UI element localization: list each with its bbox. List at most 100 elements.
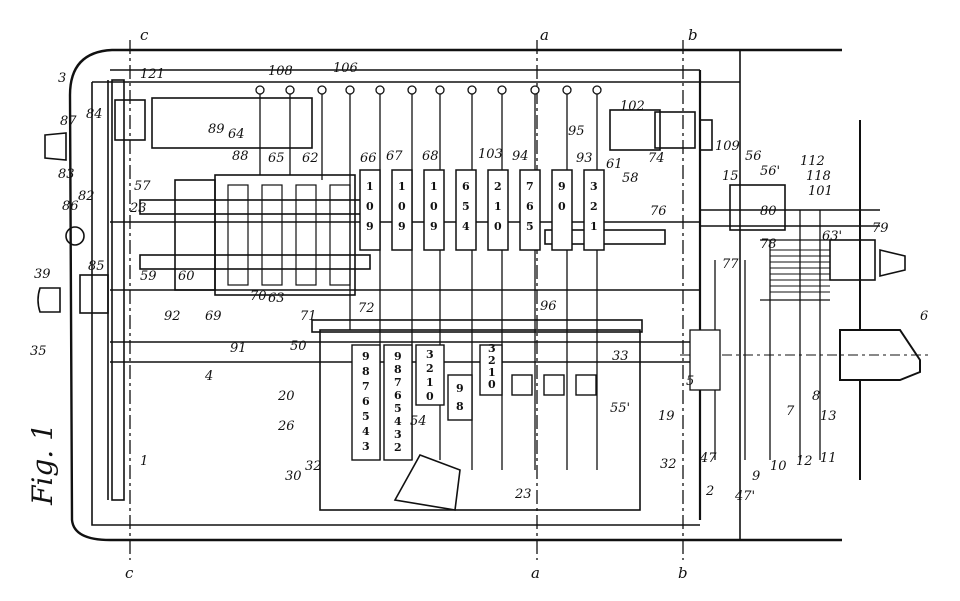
callout-39: 39 bbox=[34, 267, 51, 282]
callout-103: 103 bbox=[478, 147, 503, 162]
drum-digit: 4 bbox=[462, 220, 470, 233]
callout-23-top: 23 bbox=[129, 201, 147, 216]
key-digit: 1 bbox=[426, 376, 434, 389]
key-digit: 2 bbox=[488, 354, 496, 367]
callout-80: 80 bbox=[760, 204, 777, 219]
drum-digit: 7 bbox=[526, 180, 534, 193]
callout-93: 93 bbox=[576, 151, 593, 166]
callout-54: 54 bbox=[410, 414, 427, 429]
key-digit: 8 bbox=[362, 365, 370, 378]
section-mark-c-bottom: c bbox=[125, 564, 134, 582]
callout-11: 11 bbox=[820, 451, 837, 466]
section-mark-b-top: b bbox=[688, 26, 698, 44]
callout-85: 85 bbox=[88, 259, 105, 274]
callout-3: 3 bbox=[58, 71, 66, 86]
key-digit: 4 bbox=[394, 415, 402, 428]
drum-digit: 5 bbox=[462, 200, 470, 213]
callout-56: 56 bbox=[745, 149, 762, 164]
drum-digit: 9 bbox=[366, 220, 374, 233]
key-digit: 1 bbox=[488, 366, 496, 379]
key-digit: 2 bbox=[426, 362, 434, 375]
drum-digit: 0 bbox=[366, 200, 374, 213]
drum-digit: 6 bbox=[462, 180, 470, 193]
callout-89: 89 bbox=[208, 122, 225, 137]
drum-digit: 2 bbox=[590, 200, 598, 213]
callout-88: 88 bbox=[232, 149, 249, 164]
callout-67: 67 bbox=[386, 149, 403, 164]
key-digit: 8 bbox=[394, 363, 402, 376]
callout-65: 65 bbox=[268, 151, 285, 166]
key-digit: 3 bbox=[488, 342, 496, 355]
section-mark-b-bottom: b bbox=[678, 564, 688, 582]
drum-digit: 1 bbox=[366, 180, 374, 193]
callout-6: 6 bbox=[920, 309, 928, 324]
callout-13: 13 bbox=[820, 409, 837, 424]
callout-50: 50 bbox=[290, 339, 307, 354]
drum-digit: 2 bbox=[494, 180, 502, 193]
callout-32-right: 32 bbox=[660, 457, 677, 472]
callout-20: 20 bbox=[277, 389, 295, 404]
drum-digit: 0 bbox=[430, 200, 438, 213]
callout-92: 92 bbox=[164, 309, 181, 324]
callout-60: 60 bbox=[178, 269, 195, 284]
key-digit: 0 bbox=[488, 378, 496, 391]
callout-109: 109 bbox=[715, 139, 740, 154]
callout-56-prime: 56' bbox=[760, 164, 780, 179]
key-digit: 7 bbox=[394, 376, 402, 389]
key-digit: 0 bbox=[426, 390, 434, 403]
callout-74: 74 bbox=[648, 151, 665, 166]
callout-23-bottom: 23 bbox=[514, 487, 532, 502]
callout-108: 108 bbox=[268, 64, 293, 79]
key-digit: 2 bbox=[394, 441, 402, 454]
drum-digit: 9 bbox=[558, 180, 566, 193]
section-mark-a-bottom: a bbox=[531, 564, 540, 582]
callout-101: 101 bbox=[808, 184, 833, 199]
key-digit: 6 bbox=[394, 389, 402, 402]
key-digit: 9 bbox=[394, 350, 402, 363]
callout-66: 66 bbox=[360, 151, 377, 166]
drum-digit: 3 bbox=[590, 180, 598, 193]
callout-59: 59 bbox=[140, 269, 157, 284]
callout-68: 68 bbox=[422, 149, 439, 164]
callout-96: 96 bbox=[540, 299, 557, 314]
drum-digit: 0 bbox=[398, 200, 406, 213]
callout-7: 7 bbox=[786, 404, 795, 419]
key-digit: 7 bbox=[362, 380, 370, 393]
callout-19: 19 bbox=[658, 409, 675, 424]
callout-121: 121 bbox=[140, 67, 165, 82]
callout-69: 69 bbox=[205, 309, 222, 324]
figure-caption: Fig. 1 bbox=[26, 423, 59, 506]
key-digit: 9 bbox=[362, 350, 370, 363]
section-mark-a-top: a bbox=[540, 26, 549, 44]
callout-61: 61 bbox=[606, 157, 623, 172]
callout-30: 30 bbox=[285, 469, 302, 484]
callout-118: 118 bbox=[806, 169, 831, 184]
drum-digit: 1 bbox=[430, 180, 438, 193]
key-digit: 4 bbox=[362, 425, 370, 438]
callouts: 121 108 106 3 87 84 89 64 66 67 68 103 9… bbox=[30, 61, 928, 504]
callout-71: 71 bbox=[300, 309, 317, 324]
drum-digit: 0 bbox=[494, 220, 502, 233]
callout-77: 77 bbox=[722, 257, 739, 272]
callout-1: 1 bbox=[140, 454, 148, 469]
callout-62: 62 bbox=[302, 151, 319, 166]
callout-57: 57 bbox=[134, 179, 151, 194]
callout-58: 58 bbox=[622, 171, 639, 186]
drum-digit: 5 bbox=[526, 220, 534, 233]
callout-12: 12 bbox=[796, 454, 813, 469]
callout-79: 79 bbox=[872, 221, 889, 236]
callout-102: 102 bbox=[620, 99, 645, 114]
callout-32-left: 32 bbox=[305, 459, 322, 474]
callout-63-prime: 63' bbox=[822, 229, 842, 244]
callout-94: 94 bbox=[512, 149, 529, 164]
callout-4: 4 bbox=[204, 369, 213, 384]
callout-26: 26 bbox=[277, 419, 295, 434]
callout-106: 106 bbox=[333, 61, 358, 76]
drum-digit: 1 bbox=[494, 200, 502, 213]
drum-digit: 6 bbox=[526, 200, 534, 213]
callout-78: 78 bbox=[760, 237, 777, 252]
callout-35: 35 bbox=[30, 344, 47, 359]
drum-digit: 0 bbox=[558, 200, 566, 213]
callout-83: 83 bbox=[58, 167, 75, 182]
